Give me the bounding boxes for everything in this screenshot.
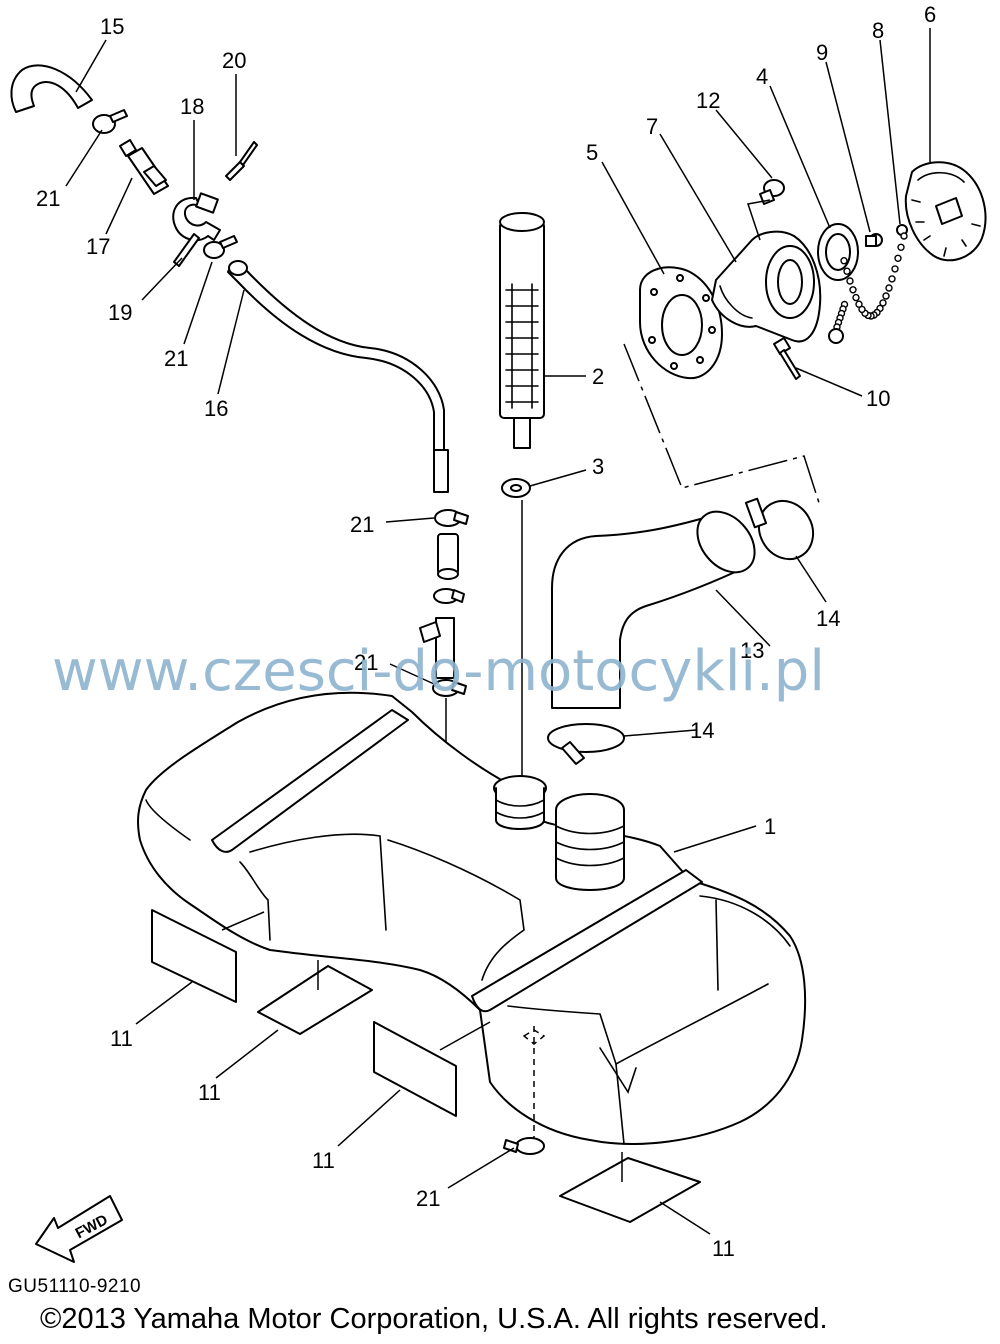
gasket-5 [639, 266, 723, 380]
filler-neck-7 [711, 230, 822, 343]
chain-bead [846, 277, 854, 285]
fuel-tank-1 [137, 691, 807, 1145]
hose-clamp-21-top [92, 109, 128, 134]
tee-joint [419, 617, 455, 679]
callout-9: 9 [816, 40, 828, 65]
callout-7: 7 [646, 114, 658, 139]
screw-line [747, 199, 771, 241]
callout-5: 5 [586, 140, 598, 165]
chain-bead [888, 275, 896, 283]
watermark-url: www.czesci-do-motocykli.pl [52, 639, 825, 704]
packing-4 [817, 223, 859, 281]
callout-21: 21 [350, 512, 374, 537]
hose-clamp-21-lower [432, 679, 467, 697]
callout-labels: 15 20 18 21 17 19 21 16 2 3 21 21 6 8 9 … [36, 2, 936, 1261]
screw-12 [759, 179, 785, 205]
assembly-bracket-line [623, 343, 821, 507]
fuel-filter-2 [499, 212, 545, 449]
joint-pipe [437, 533, 459, 580]
fwd-arrow-icon: FWD [35, 1195, 123, 1263]
callout-11: 11 [312, 1148, 335, 1173]
hose-clamp-21-second [203, 235, 238, 259]
callout-leaders [65, 28, 931, 1235]
callout-21: 21 [354, 650, 378, 675]
callout-13: 13 [740, 638, 764, 663]
callout-2: 2 [592, 364, 604, 389]
bolt-9 [865, 233, 883, 247]
chain-bead [891, 265, 899, 273]
callout-11: 11 [712, 1236, 735, 1261]
callout-14: 14 [816, 606, 840, 631]
damper-11-left [151, 909, 237, 1003]
rivet-10 [773, 337, 801, 380]
chain-bead [843, 267, 851, 275]
vent-hose-15 [10, 64, 93, 113]
callout-12: 12 [696, 88, 720, 113]
pad-line-middle [439, 1021, 491, 1051]
chain-bead [894, 254, 902, 262]
tank-neck-left [493, 775, 547, 830]
callout-21: 21 [36, 186, 60, 211]
callout-6: 6 [924, 2, 936, 27]
damper-11-right [559, 1157, 701, 1223]
holder-18 [172, 192, 221, 242]
pad-line-left [221, 911, 265, 931]
rivet-20 [225, 141, 258, 181]
hose-clamp-14-upper [744, 497, 815, 561]
callout-14: 14 [690, 718, 714, 743]
chain-bead [879, 299, 887, 307]
diagram-code: GU51110-9210 [8, 1276, 141, 1297]
filler-hose-13 [551, 510, 756, 709]
chain-bead [849, 286, 857, 294]
check-valve-17 [119, 139, 169, 195]
chain-bead [885, 284, 893, 292]
callout-20: 20 [222, 48, 246, 73]
hose-clamp-21-middle [434, 509, 469, 527]
callout-21: 21 [416, 1186, 440, 1211]
chain-bead [900, 232, 908, 240]
callout-17: 17 [86, 234, 110, 259]
callout-10: 10 [866, 386, 890, 411]
hose-clamp-21-bottom [503, 1137, 545, 1155]
callout-4: 4 [756, 64, 768, 89]
chain-bead [852, 293, 860, 302]
callout-15: 15 [100, 14, 124, 39]
chain-bead [858, 305, 866, 314]
cap-chain [828, 232, 908, 344]
callout-21: 21 [164, 346, 188, 371]
callout-3: 3 [592, 454, 604, 479]
damper-11-centre [257, 965, 373, 1035]
chain-bead [840, 257, 848, 265]
callout-11: 11 [198, 1080, 221, 1105]
hose-clamp-small [433, 588, 465, 604]
chain-bead [855, 300, 863, 308]
drain-outline [522, 1029, 546, 1045]
damper-11-middle [373, 1021, 457, 1117]
grommet-3 [501, 478, 531, 498]
callout-16: 16 [204, 396, 228, 421]
callout-8: 8 [872, 18, 884, 43]
callout-1: 1 [764, 814, 776, 839]
callout-11: 11 [110, 1026, 133, 1051]
clip-19 [173, 233, 200, 267]
chain-bead [882, 292, 890, 300]
callout-18: 18 [180, 94, 204, 119]
breather-hose-16 [227, 260, 449, 493]
callout-19: 19 [108, 300, 132, 325]
hose-clamp-14-lower [547, 723, 625, 765]
tank-neck-right [555, 793, 625, 891]
copyright-notice: ©2013 Yamaha Motor Corporation, U.S.A. A… [40, 1303, 828, 1335]
chain-bead [897, 243, 905, 252]
filler-cap-6 [904, 161, 987, 262]
